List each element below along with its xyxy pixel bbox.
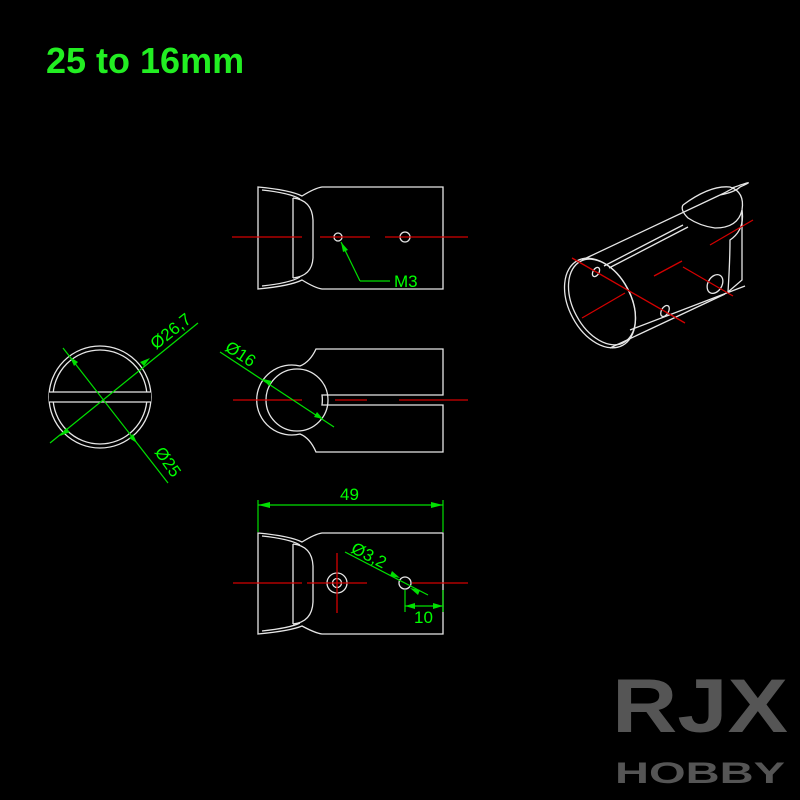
logo-brand: RJX	[612, 664, 788, 749]
top-view: M3	[232, 186, 468, 291]
front-view: Ø16	[219, 337, 468, 453]
hole-diameter-label: Ø3,2	[348, 539, 389, 573]
isometric-view	[563, 182, 754, 349]
end-view: Ø26,7 Ø25	[48, 310, 199, 484]
inner-diameter-label: Ø25	[151, 443, 185, 480]
drawing-title: 25 to 16mm	[46, 40, 245, 81]
thread-label: M3	[394, 272, 418, 291]
bottom-view: 49 Ø3,2 10	[233, 485, 468, 635]
logo-sub: HOBBY	[615, 757, 785, 790]
hole-offset-label: 10	[414, 608, 433, 627]
rjx-hobby-logo: RJX HOBBY	[612, 664, 788, 790]
length-label: 49	[340, 485, 359, 504]
